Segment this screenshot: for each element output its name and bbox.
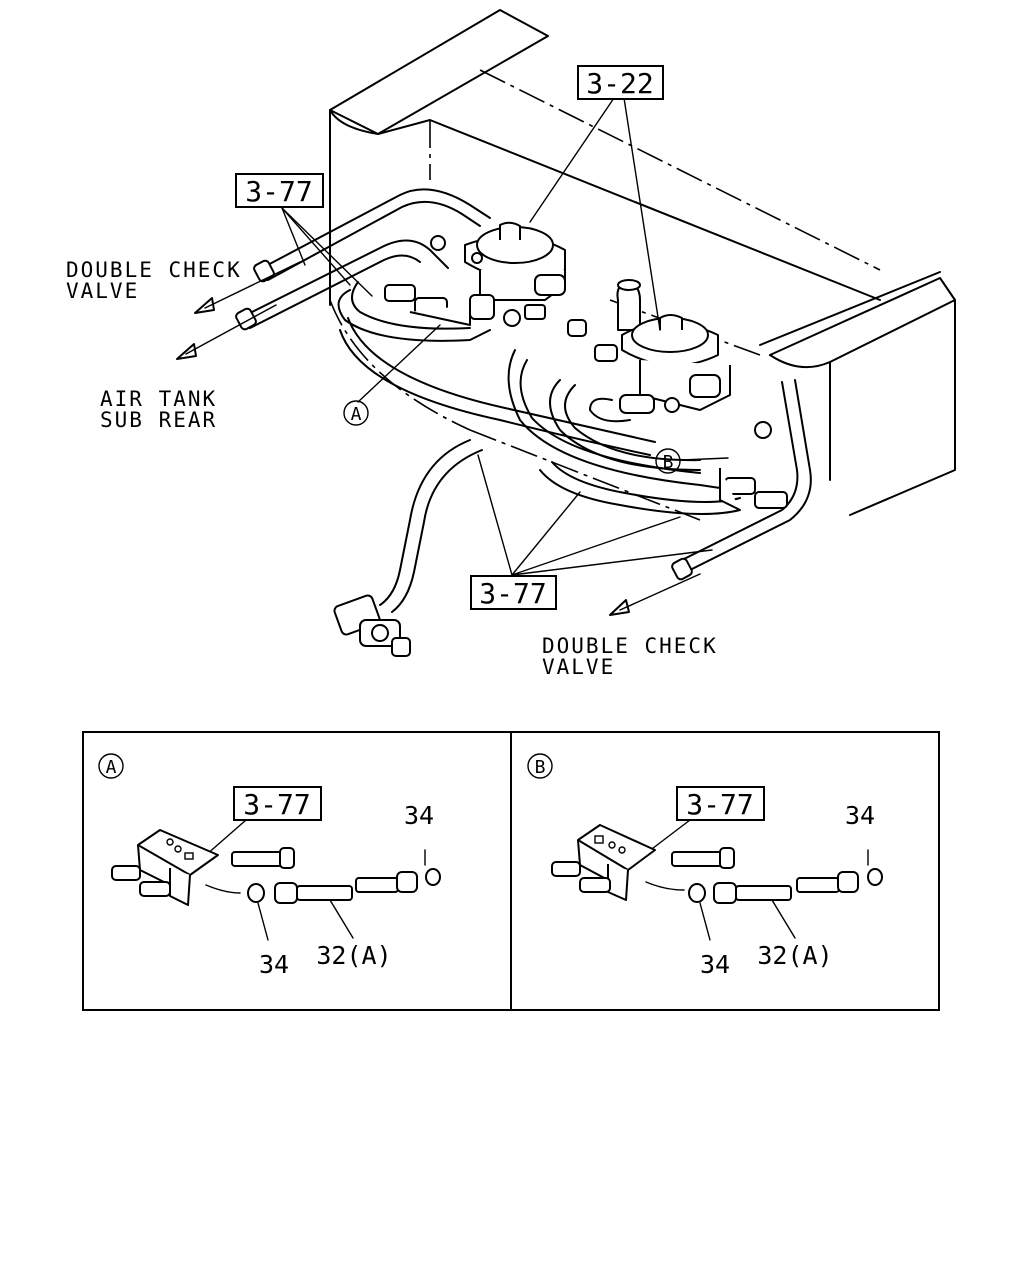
callout-3-22: 3-22 (577, 65, 664, 100)
detail-a-part-32: 32(A) (316, 941, 391, 970)
detail-b-part-32: 32(A) (757, 941, 832, 970)
relay-valve-right (594, 279, 772, 439)
note-air-tank-1: AIR TANK (100, 387, 217, 411)
chassis-crossmember (329, 9, 956, 521)
marker-b: B (655, 448, 681, 474)
detail-b-part-34-top: 34 (845, 801, 875, 830)
drain-cock (333, 594, 411, 657)
leader-lines (281, 97, 729, 576)
relay-valve-left (430, 221, 587, 337)
detail-a-part-34-top: 34 (404, 801, 434, 830)
bracket-b-connectors (719, 468, 788, 511)
direction-arrows (176, 261, 701, 616)
bracket-a-connectors (384, 284, 471, 326)
detail-b: B 3-77 34 34 32(A) (527, 753, 883, 979)
detail-panels: A 3-77 34 (82, 731, 940, 1011)
detail-a-part-34-bottom: 34 (259, 950, 289, 979)
callout-3-77-bottom-label: 3-77 (479, 577, 546, 610)
marker-a-label: A (351, 404, 362, 425)
callout-3-77-left-label: 3-77 (245, 175, 312, 208)
detail-b-callout: 3-77 (686, 788, 753, 821)
note-double-check-left-1: DOUBLE CHECK (66, 258, 242, 282)
note-air-tank-2: SUB REAR (100, 408, 217, 432)
note-double-check-left-2: VALVE (66, 279, 139, 303)
marker-b-label: B (663, 452, 674, 473)
note-double-check-right-1: DOUBLE CHECK (542, 634, 718, 658)
detail-a-marker: A (106, 757, 117, 778)
marker-a: A (343, 400, 369, 426)
detail-b-marker: B (535, 757, 546, 778)
detail-b-part-34-bottom: 34 (700, 950, 730, 979)
callout-3-77-bottom: 3-77 (470, 575, 557, 610)
callout-3-77-left: 3-77 (235, 173, 324, 208)
detail-a: A 3-77 34 (98, 753, 441, 979)
main-assembly-illustration (176, 9, 956, 657)
callout-3-22-label: 3-22 (586, 67, 653, 100)
note-double-check-right-2: VALVE (542, 655, 615, 679)
detail-a-callout: 3-77 (243, 788, 310, 821)
air-pipes (243, 188, 812, 613)
